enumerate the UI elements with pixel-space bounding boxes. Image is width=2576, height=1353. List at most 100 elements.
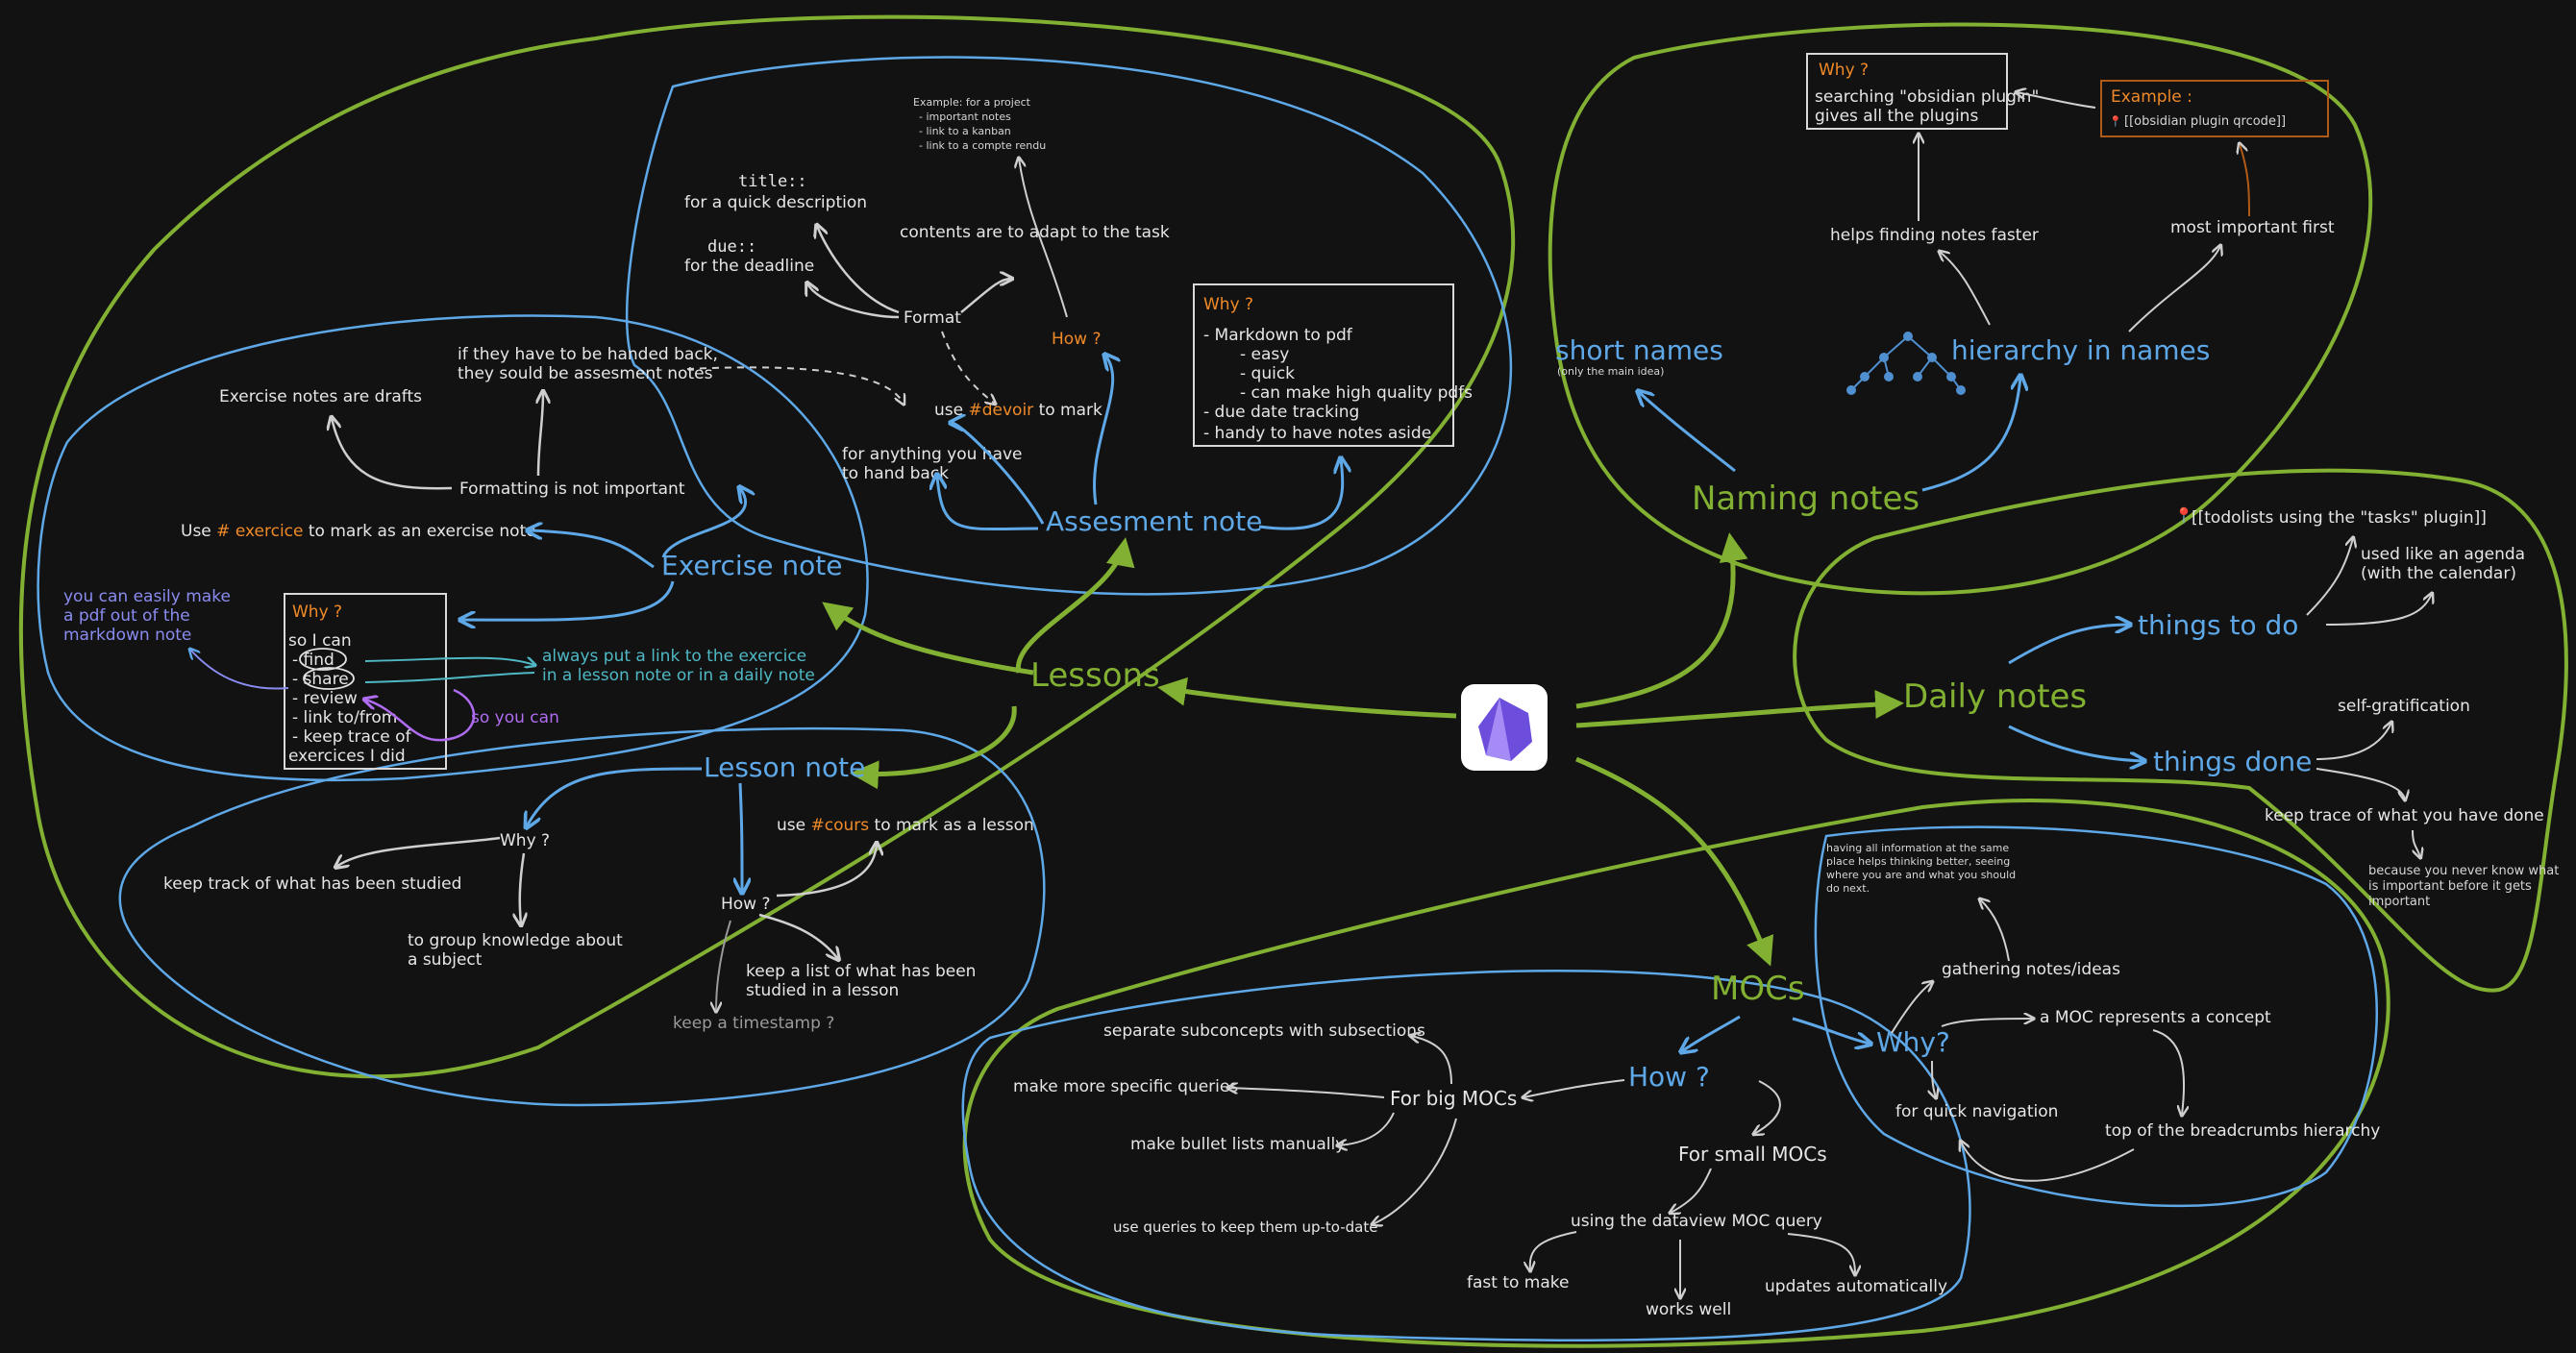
most-important-label: most important first — [2170, 218, 2335, 237]
concept-label: a MOC represents a concept — [2040, 1008, 2271, 1027]
use-devoir-label: use #devoir to mark — [934, 401, 1102, 420]
lesson-group-2: a subject — [408, 950, 483, 970]
daily-boundary — [1793, 468, 2568, 993]
use-exercice-label: Use # exercice to mark as an exercise no… — [181, 522, 536, 541]
short-names-sub: (only the main idea) — [1557, 365, 1664, 378]
mocs-label[interactable]: MOCs — [1711, 970, 1805, 1008]
lesson-group-1: to group knowledge about — [408, 931, 623, 950]
naming-example-box: Example : 📍 [[obsidian plugin qrcode]] — [2100, 80, 2329, 137]
having-4: do next. — [1826, 882, 1870, 895]
mocs-why-label[interactable]: Why? — [1876, 1026, 1950, 1058]
todo-link[interactable]: [[todolists using the "tasks" plugin]] — [2192, 508, 2487, 528]
agenda-2: (with the calendar) — [2361, 564, 2516, 583]
svg-text:Why ?: Why ? — [1819, 61, 1869, 80]
exercise-why-box: Why ? so I can - find - share - review -… — [284, 593, 447, 770]
hierarchy-tree-icon — [1846, 332, 1966, 395]
contents-label: contents are to adapt to the task — [900, 223, 1170, 242]
daily-notes-label[interactable]: Daily notes — [1903, 677, 2087, 716]
mocs-how-label[interactable]: How ? — [1628, 1061, 1710, 1093]
short-names-label[interactable]: short names — [1555, 334, 1723, 366]
exercise-boundary — [37, 314, 869, 782]
mocs-how-boundary — [961, 970, 1971, 1341]
lesson-list-2: studied in a lesson — [746, 981, 899, 1000]
so-you-can: so you can — [471, 708, 559, 727]
svg-text:exercices I did: exercices I did — [288, 747, 406, 766]
updates-label: updates automatically — [1765, 1277, 1947, 1296]
title-desc: for a quick description — [684, 193, 867, 212]
bullets-label: make bullet lists manually — [1130, 1135, 1345, 1154]
svg-text:- due date tracking: - due date tracking — [1203, 403, 1359, 422]
pdf-note-3: markdown note — [63, 626, 191, 645]
assesment-why-box: Why ? - Markdown to pdf - easy - quick -… — [1193, 283, 1473, 447]
main-branch-arrows — [822, 532, 1904, 967]
lesson-connectors — [336, 767, 877, 1011]
svg-text:- review: - review — [292, 689, 358, 708]
self-gratification: self-gratification — [2338, 697, 2470, 716]
format-label: Format — [904, 308, 961, 328]
svg-text:Example: for a project: Example: for a project — [913, 96, 1031, 109]
small-mocs-label: For small MOCs — [1678, 1143, 1827, 1166]
lessons-boundary — [18, 14, 1516, 1079]
svg-text:- keep trace of: - keep trace of — [292, 727, 412, 747]
works-label: works well — [1646, 1300, 1731, 1319]
lesson-list-1: keep a list of what has been — [746, 962, 976, 981]
gathering-label: gathering notes/ideas — [1942, 960, 2120, 979]
title-field: title:: — [738, 172, 807, 191]
pdf-note-1: you can easily make — [63, 587, 231, 606]
svg-text:- handy to have notes aside: - handy to have notes aside — [1203, 424, 1431, 443]
lesson-note-label[interactable]: Lesson note — [704, 751, 865, 783]
pdf-note-2: a pdf out of the — [63, 606, 190, 626]
queries-label: use queries to keep them up-to-date — [1113, 1218, 1377, 1236]
lesson-timestamp: keep a timestamp ? — [673, 1014, 834, 1033]
link-exercise-2: in a lesson note or in a daily note — [542, 666, 815, 685]
breadcrumbs-label: top of the breadcrumbs hierarchy — [2105, 1121, 2380, 1141]
having-3: where you are and what you should — [1826, 869, 2016, 881]
link-exercise-1: always put a link to the exercice — [542, 647, 806, 666]
daily-connectors — [2008, 538, 2432, 857]
svg-text:- share: - share — [292, 670, 349, 689]
svg-text:- easy: - easy — [1240, 345, 1289, 364]
svg-text:- important notes: - important notes — [919, 111, 1011, 123]
lesson-why: Why ? — [500, 831, 550, 850]
because-2: is important before it gets — [2368, 879, 2532, 894]
svg-text:- link to a kanban: - link to a kanban — [919, 125, 1011, 137]
due-desc: for the deadline — [684, 257, 814, 276]
mocs-why-boundary — [1814, 825, 2378, 1208]
assesment-note-label[interactable]: Assesment note — [1046, 505, 1262, 537]
svg-text:- link to a compte rendu: - link to a compte rendu — [919, 139, 1046, 152]
svg-text:Why ?: Why ? — [292, 603, 342, 622]
handed-back-2: they sould be assesment notes — [458, 364, 713, 383]
blue-boundaries — [37, 56, 2378, 1341]
center-node[interactable] — [1461, 684, 1548, 771]
naming-notes-label[interactable]: Naming notes — [1692, 480, 1920, 518]
hierarchy-label[interactable]: hierarchy in names — [1951, 334, 2210, 366]
naming-why-box: Why ? searching "obsidian plugin" gives … — [1806, 53, 2039, 130]
svg-text:- Markdown to pdf: - Markdown to pdf — [1203, 326, 1353, 345]
svg-text:- link to/from: - link to/from — [292, 708, 397, 727]
navigation-label: for quick navigation — [1895, 1102, 2058, 1121]
lessons-label[interactable]: Lessons — [1030, 656, 1160, 695]
agenda-1: used like an agenda — [2361, 545, 2525, 564]
formatting-label: Formatting is not important — [459, 480, 685, 499]
svg-text:gives all the plugins: gives all the plugins — [1815, 107, 1978, 126]
things-to-do-label[interactable]: things to do — [2138, 609, 2298, 641]
exercise-note-label[interactable]: Exercise note — [661, 550, 843, 581]
example-note: Example: for a project - important notes… — [913, 96, 1046, 152]
svg-text:so I can: so I can — [288, 631, 352, 651]
due-field: due:: — [707, 237, 756, 257]
assesment-boundary — [625, 56, 1513, 596]
svg-text:searching "obsidian plugin": searching "obsidian plugin" — [1815, 87, 2039, 107]
handback-line-1: for anything you have — [842, 445, 1023, 464]
exercise-drafts: Exercise notes are drafts — [219, 387, 422, 406]
mocs-connectors — [1228, 899, 2184, 1297]
pin-icon: 📍 — [2109, 115, 2122, 128]
lesson-track: keep track of what has been studied — [163, 874, 461, 894]
use-cours-label: use #cours to mark as a lesson — [777, 816, 1034, 835]
things-done-label[interactable]: things done — [2153, 746, 2312, 777]
todo-pin-icon: 📍 — [2174, 506, 2193, 525]
svg-text:- find: - find — [292, 651, 334, 670]
lesson-note-boundary — [118, 726, 1046, 1107]
fast-label: fast to make — [1467, 1273, 1569, 1292]
